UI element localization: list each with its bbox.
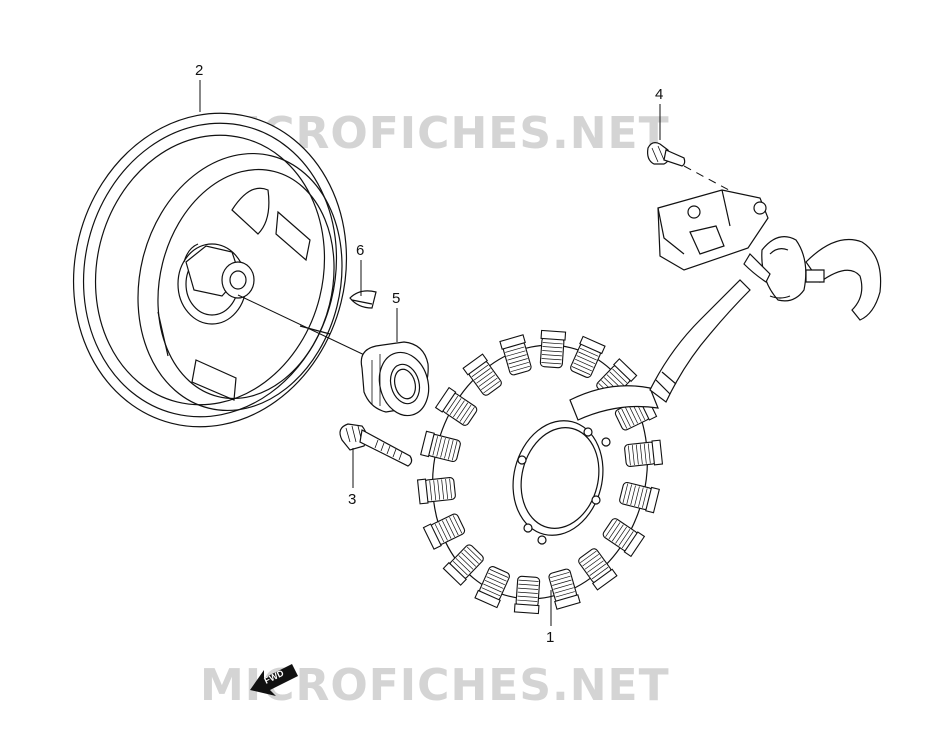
svg-text:5: 5 [392,290,400,307]
stator-coil [578,548,618,591]
stator-coils [416,329,664,615]
svg-text:1: 1 [546,629,554,646]
part-bolt[interactable] [339,423,413,467]
stator-coil [548,568,581,610]
svg-text:6: 6 [356,242,364,259]
part-screw[interactable] [647,142,686,167]
stator-coil [422,513,466,550]
stator-coil [474,566,510,609]
stator-coil [624,439,664,467]
stator-coil [499,334,532,376]
part-key[interactable] [349,290,377,309]
stator-coil [539,329,567,369]
callout-5: 5 [392,290,400,342]
stator-coil [602,518,646,558]
svg-text:4: 4 [655,86,663,103]
stator-coil [420,430,461,463]
part-stator[interactable] [406,189,882,622]
callout-2: 2 [195,62,203,112]
stator-coil [416,477,456,505]
stator-coil [619,481,660,514]
stator-coil [462,353,502,396]
stator-coil [434,386,478,426]
callout-1: 1 [546,590,554,646]
stator-coil [513,575,541,615]
callout-4: 4 [655,86,663,140]
stator-coil [570,335,606,378]
callout-6: 6 [356,242,364,296]
part-rotor[interactable] [41,84,379,456]
callout-3: 3 [348,448,356,508]
svg-text:3: 3 [348,491,356,508]
stator-coil [442,544,484,586]
svg-text:2: 2 [195,62,203,79]
part-nut[interactable] [360,341,435,421]
